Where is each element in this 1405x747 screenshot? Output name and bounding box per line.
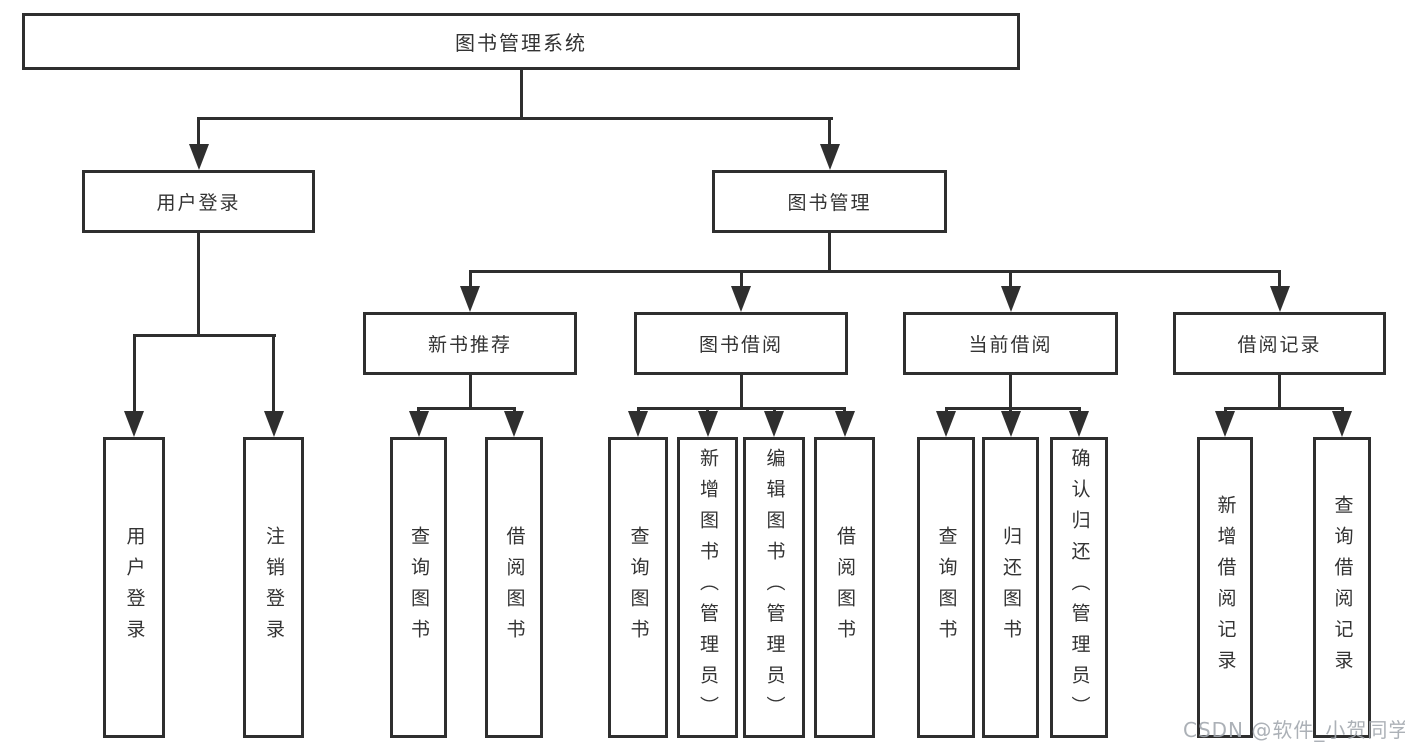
node-leaf-borrow-book-1: 借阅图书 xyxy=(485,437,543,738)
connector-hline xyxy=(468,270,1281,273)
node-user-login: 用户登录 xyxy=(82,170,315,233)
node-root-library-system: 图书管理系统 xyxy=(22,13,1020,70)
node-label: 借阅记录 xyxy=(1237,334,1322,356)
connector-hline xyxy=(197,117,833,120)
node-current-borrowing: 当前借阅 xyxy=(903,312,1118,375)
arrow-down-icon xyxy=(1000,411,1021,437)
arrow-down-icon xyxy=(834,411,855,437)
arrow-down-icon xyxy=(124,411,144,437)
node-label: 新增图书（管理员） xyxy=(697,448,719,727)
connector-arrow-stub xyxy=(468,270,472,292)
node-leaf-query-book-3: 查询图书 xyxy=(917,437,975,738)
connector-vline xyxy=(1009,375,1012,407)
arrow-down-icon xyxy=(408,411,429,437)
node-label: 查询图书 xyxy=(408,525,430,650)
node-leaf-add-book-admin: 新增图书（管理员） xyxy=(677,437,738,738)
arrow-down-icon xyxy=(504,411,524,437)
arrow-down-icon xyxy=(1332,411,1352,437)
arrow-down-icon xyxy=(936,411,956,437)
node-label: 图书借阅 xyxy=(698,334,783,356)
arrow-down-icon xyxy=(1069,411,1089,437)
node-label: 归还图书 xyxy=(1000,525,1022,650)
connector-arrow-stub xyxy=(828,117,831,150)
arrow-down-icon xyxy=(731,286,751,312)
node-label: 图书管理 xyxy=(787,192,872,214)
arrow-down-icon xyxy=(1269,286,1290,312)
node-book-borrowing: 图书借阅 xyxy=(634,312,848,375)
connector-hline xyxy=(636,407,846,410)
node-book-management: 图书管理 xyxy=(712,170,947,233)
node-leaf-query-book-2: 查询图书 xyxy=(608,437,668,738)
arrow-down-icon xyxy=(1215,411,1235,437)
connector-vline xyxy=(519,70,523,117)
arrow-down-icon xyxy=(1000,286,1021,312)
node-leaf-add-borrow-record: 新增借阅记录 xyxy=(1197,437,1253,738)
node-label: 借阅图书 xyxy=(503,525,526,650)
node-label: 确认归还（管理员） xyxy=(1068,448,1091,727)
node-label: 借阅图书 xyxy=(834,525,856,650)
connector-arrow-stub xyxy=(1009,270,1012,292)
arrow-down-icon xyxy=(764,411,784,437)
arrow-down-icon xyxy=(628,411,648,437)
node-label: 查询图书 xyxy=(627,525,650,650)
node-new-book-recommend: 新书推荐 xyxy=(363,312,577,375)
node-label: 当前借阅 xyxy=(968,334,1053,356)
connector-arrow-stub xyxy=(272,334,275,417)
connector-arrow-stub xyxy=(197,117,200,150)
node-label: 编辑图书（管理员） xyxy=(763,448,786,727)
connector-vline xyxy=(828,233,831,270)
node-label: 用户登录 xyxy=(156,192,241,214)
node-leaf-edit-book-admin: 编辑图书（管理员） xyxy=(743,437,805,738)
node-label: 用户登录 xyxy=(123,525,146,650)
connector-vline xyxy=(1278,375,1281,407)
node-leaf-return-book: 归还图书 xyxy=(982,437,1039,738)
connector-hline xyxy=(944,407,1081,410)
connector-hline xyxy=(1223,407,1344,410)
node-label: 查询图书 xyxy=(935,525,958,650)
connector-vline xyxy=(197,233,200,334)
node-label: 新增借阅记录 xyxy=(1214,494,1237,681)
connector-hline xyxy=(417,407,516,410)
arrow-down-icon xyxy=(697,411,718,437)
node-leaf-borrow-book-2: 借阅图书 xyxy=(814,437,875,738)
node-leaf-confirm-return-admin: 确认归还（管理员） xyxy=(1050,437,1108,738)
arrow-down-icon xyxy=(819,144,840,170)
node-leaf-user-login: 用户登录 xyxy=(103,437,165,738)
connector-arrow-stub xyxy=(1278,270,1281,292)
arrow-down-icon xyxy=(460,286,480,312)
node-leaf-query-borrow-record: 查询借阅记录 xyxy=(1313,437,1371,738)
node-label: 新书推荐 xyxy=(427,334,512,356)
node-borrow-records: 借阅记录 xyxy=(1173,312,1386,375)
connector-vline xyxy=(468,375,472,407)
connector-arrow-stub xyxy=(132,334,136,417)
connector-arrow-stub xyxy=(739,270,743,292)
node-label: 图书管理系统 xyxy=(455,31,587,55)
connector-vline xyxy=(739,375,743,407)
node-label: 注销登录 xyxy=(263,525,285,650)
connector-hline xyxy=(132,334,276,337)
node-label: 查询借阅记录 xyxy=(1331,494,1354,681)
node-leaf-query-book-1: 查询图书 xyxy=(390,437,447,738)
arrow-down-icon xyxy=(188,144,209,170)
csdn-watermark: CSDN @软件_小贺同学 xyxy=(1183,718,1405,742)
arrow-down-icon xyxy=(263,411,284,437)
node-leaf-logout: 注销登录 xyxy=(243,437,304,738)
